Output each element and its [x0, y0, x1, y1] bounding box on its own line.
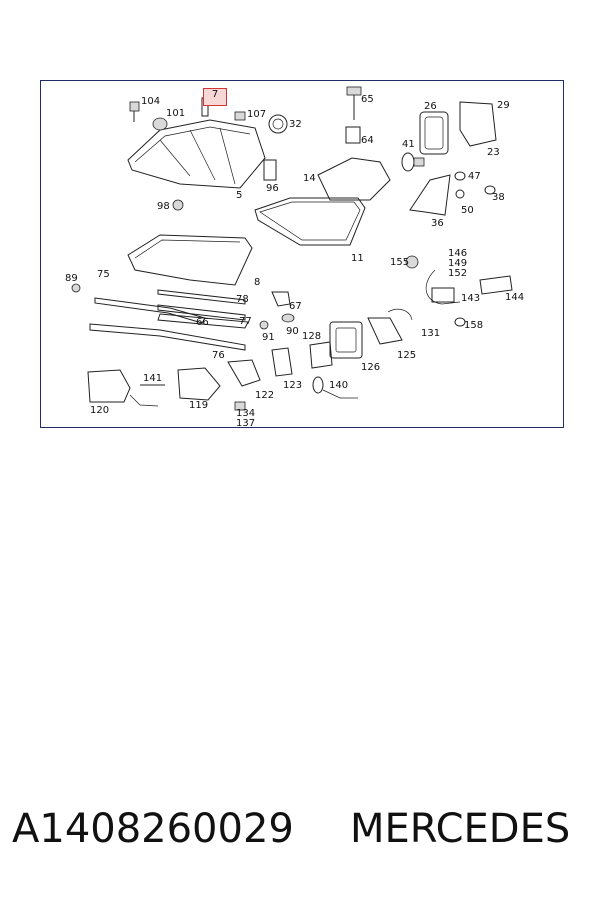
bezel-128	[309, 341, 333, 369]
highlighted-part-label: 7	[211, 89, 219, 100]
callout-128: 128	[302, 331, 321, 342]
callout-90: 90	[286, 326, 299, 337]
callout-91: 91	[262, 332, 275, 343]
trim-77	[157, 313, 249, 329]
callout-8: 8	[254, 277, 260, 288]
callout-104: 104	[141, 96, 160, 107]
callout-50: 50	[461, 205, 474, 216]
footer: A1408260029 MERCEDES	[0, 800, 600, 860]
bulb-158	[454, 317, 466, 327]
part-number: A1408260029	[12, 806, 294, 852]
callout-64: 64	[361, 135, 374, 146]
bolt-65	[346, 86, 362, 120]
clip-107	[234, 111, 246, 121]
callout-123: 123	[283, 380, 302, 391]
callout-141: 141	[143, 373, 162, 384]
side-marker-143	[431, 287, 455, 303]
frame-29	[459, 101, 497, 147]
brand-name: MERCEDES	[350, 806, 571, 852]
callout-76: 76	[212, 350, 225, 361]
bezel-123	[271, 347, 293, 377]
callout-38: 38	[492, 192, 505, 203]
callout-5: 5	[236, 190, 242, 201]
nut-90	[281, 313, 295, 323]
callout-131: 131	[421, 328, 440, 339]
callout-77: 77	[239, 316, 252, 327]
callout-29: 29	[497, 100, 510, 111]
headlight-lens-lower	[127, 234, 253, 286]
wire-146	[425, 269, 461, 305]
frame-126	[329, 321, 363, 359]
callout-66: 66	[196, 317, 209, 328]
callout-75: 75	[97, 269, 110, 280]
callout-96: 96	[266, 183, 279, 194]
callout-98: 98	[157, 201, 170, 212]
callout-155: 155	[390, 257, 409, 268]
callout-89: 89	[65, 273, 78, 284]
indicator-housing-14	[317, 157, 391, 201]
screw-98	[172, 199, 184, 211]
grommet-64	[345, 126, 361, 144]
diagram-frame	[40, 80, 564, 428]
callout-14: 14	[303, 173, 316, 184]
callout-119: 119	[189, 400, 208, 411]
callout-146: 146	[448, 248, 467, 259]
cap-32	[268, 114, 288, 134]
side-marker-144	[479, 275, 513, 295]
callout-152: 152	[448, 268, 467, 279]
callout-144: 144	[505, 292, 524, 303]
connector-134	[234, 401, 246, 411]
lamp-36	[409, 174, 451, 216]
fog-lamp-120	[87, 369, 159, 407]
screw-89	[71, 283, 81, 293]
socket-101	[152, 117, 168, 131]
socket-155	[405, 255, 419, 269]
screw-104	[129, 101, 140, 122]
bulb-140	[312, 376, 358, 399]
callout-101: 101	[166, 108, 185, 119]
exploded-parts-diagram: 104 101 107 32 65 64 26 29 23 41 5 96 98…	[65, 86, 524, 428]
callout-158: 158	[464, 320, 483, 331]
callout-11: 11	[351, 253, 364, 264]
bulb-41	[401, 152, 425, 172]
trim-66	[157, 304, 246, 321]
fog-lamp-119	[177, 367, 221, 401]
fog-lamp-122	[227, 359, 261, 387]
trim-76	[89, 323, 246, 351]
callout-140: 140	[329, 380, 348, 391]
bracket-96	[263, 159, 277, 181]
callout-107: 107	[247, 109, 266, 120]
callout-143: 143	[461, 293, 480, 304]
callout-125: 125	[397, 350, 416, 361]
callout-23: 23	[487, 147, 500, 158]
callout-134: 134	[236, 408, 255, 419]
callout-122: 122	[255, 390, 274, 401]
bulbs-47-50-38	[454, 171, 496, 199]
frame-26	[419, 111, 449, 155]
headlight-housing-upper	[127, 119, 266, 189]
callout-137: 137	[236, 418, 255, 428]
callout-26: 26	[424, 101, 437, 112]
callout-47: 47	[468, 171, 481, 182]
callout-67: 67	[289, 301, 302, 312]
callout-120: 120	[90, 405, 109, 416]
highlighted-part-box	[203, 88, 227, 106]
callout-41: 41	[402, 139, 415, 150]
callout-36: 36	[431, 218, 444, 229]
seal-11	[254, 197, 366, 246]
callout-126: 126	[361, 362, 380, 373]
callout-149: 149	[448, 258, 467, 269]
trim-78	[157, 289, 246, 305]
housing-125	[367, 317, 403, 345]
callout-65: 65	[361, 94, 374, 105]
clip-131	[387, 308, 413, 321]
bracket-67	[271, 291, 291, 307]
screw-91	[259, 320, 269, 330]
trim-75	[94, 297, 206, 324]
callout-32: 32	[289, 119, 302, 130]
callout-78: 78	[236, 294, 249, 305]
